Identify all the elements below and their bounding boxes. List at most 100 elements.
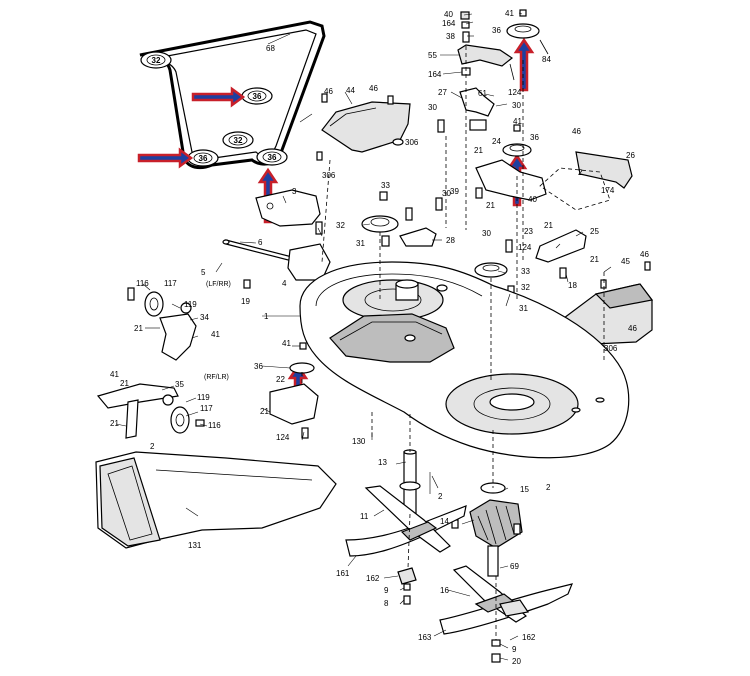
- callout-33: 33: [521, 267, 530, 276]
- callout-21: 21: [260, 407, 269, 416]
- callout-46: 46: [628, 324, 637, 333]
- callout-8: 8: [384, 599, 389, 608]
- callout-30: 30: [442, 189, 451, 198]
- callout-46: 46: [369, 84, 378, 93]
- callout-38: 38: [446, 32, 455, 41]
- callout-31: 31: [519, 304, 528, 313]
- callout-306: 306: [604, 344, 618, 353]
- callout-40: 40: [528, 195, 537, 204]
- callout-162: 162: [522, 633, 536, 642]
- callout-84: 84: [542, 55, 551, 64]
- pulley-label: 32: [234, 136, 243, 145]
- callout-124: 124: [518, 243, 532, 252]
- callout-30: 30: [482, 229, 491, 238]
- callout-306: 306: [405, 138, 419, 147]
- callout-161: 161: [336, 569, 350, 578]
- idler-pulley-36-top: [506, 9, 549, 55]
- spindle-shaft-13: [399, 449, 421, 515]
- idler-bracket-24: [475, 159, 547, 201]
- callout-21: 21: [134, 324, 143, 333]
- callout-44: 44: [346, 86, 355, 95]
- gauge-wheel-bracket-34: [127, 287, 197, 361]
- callout-131: 131: [188, 541, 202, 550]
- spindle-pulley-32-left: [361, 191, 399, 247]
- callout-34: 34: [200, 313, 209, 322]
- callout-24: 24: [492, 137, 501, 146]
- idler-arm-25: [535, 229, 587, 279]
- callout-6: 6: [258, 238, 263, 247]
- callout-162: 162: [366, 574, 380, 583]
- callout-30: 30: [428, 103, 437, 112]
- callout-9: 9: [384, 586, 389, 595]
- callout-124: 124: [276, 433, 290, 442]
- callout-164: 164: [428, 70, 442, 79]
- discharge-chute-131: [95, 451, 337, 549]
- callout-1: 1: [264, 312, 269, 321]
- callout-306: 306: [322, 171, 336, 180]
- callout-21: 21: [110, 419, 119, 428]
- note-rf-lr: (RF/LR): [204, 374, 229, 381]
- belt-pulley-32-top: 32: [140, 51, 172, 69]
- callout-19: 19: [241, 297, 250, 306]
- callout-41: 41: [282, 339, 291, 348]
- callout-36: 36: [492, 26, 501, 35]
- callout-35: 35: [175, 380, 184, 389]
- adapter-162-right: [491, 599, 530, 663]
- belt-pulley-32-center: 32: [222, 131, 254, 149]
- idler-bracket-22: [269, 342, 319, 439]
- idler-bracket-assembly-top: [437, 11, 515, 133]
- belt-cover-44: [316, 93, 411, 161]
- mower-deck-housing-1: [299, 261, 630, 459]
- callout-119: 119: [184, 300, 197, 309]
- callout-40: 40: [444, 10, 453, 19]
- blade-161: [345, 485, 467, 557]
- callout-18: 18: [568, 281, 577, 290]
- callout-68: 68: [266, 44, 275, 53]
- callout-117: 117: [164, 279, 177, 288]
- adapter-162-left: [397, 567, 417, 605]
- callout-33: 33: [381, 181, 390, 190]
- callout-119: 119: [197, 393, 210, 402]
- callout-32: 32: [336, 221, 345, 230]
- callout-16: 16: [440, 586, 449, 595]
- callout-2: 2: [546, 483, 551, 492]
- callout-26: 26: [626, 151, 635, 160]
- callout-69: 69: [510, 562, 519, 571]
- callout-3: 3: [292, 187, 297, 196]
- callout-28: 28: [446, 236, 455, 245]
- belt-pulley-36-mid: 36: [241, 87, 273, 105]
- callout-36: 36: [530, 133, 539, 142]
- callout-46: 46: [640, 250, 649, 259]
- callout-2: 2: [578, 168, 583, 177]
- callout-46: 46: [324, 87, 333, 96]
- callout-14: 14: [440, 517, 449, 526]
- callout-39: 39: [450, 187, 459, 196]
- callout-41: 41: [513, 117, 522, 126]
- pulley-label: 32: [152, 56, 161, 65]
- callout-164: 164: [442, 19, 456, 28]
- callout-9: 9: [512, 645, 517, 654]
- callout-23: 23: [524, 227, 533, 236]
- callout-41: 41: [211, 330, 220, 339]
- callout-45: 45: [621, 257, 630, 266]
- callout-41: 41: [110, 370, 119, 379]
- callout-124: 124: [508, 88, 522, 97]
- callout-36: 36: [254, 362, 263, 371]
- callout-11: 11: [360, 512, 369, 521]
- callout-41: 41: [505, 9, 514, 18]
- gauge-wheel-bracket-35: [96, 383, 205, 439]
- note-lf-rr: (LF/RR): [206, 281, 231, 288]
- callout-32: 32: [521, 283, 530, 292]
- callout-27: 27: [438, 88, 447, 97]
- callout-22: 22: [276, 375, 285, 384]
- idler-arm-3: [255, 189, 323, 235]
- callout-116: 116: [136, 279, 149, 288]
- callout-21: 21: [486, 201, 495, 210]
- callout-21: 21: [590, 255, 599, 264]
- callout-20: 20: [512, 657, 521, 666]
- callout-21: 21: [120, 379, 129, 388]
- pulley-label: 36: [199, 154, 208, 163]
- callout-163: 163: [418, 633, 432, 642]
- callout-21: 21: [474, 146, 483, 155]
